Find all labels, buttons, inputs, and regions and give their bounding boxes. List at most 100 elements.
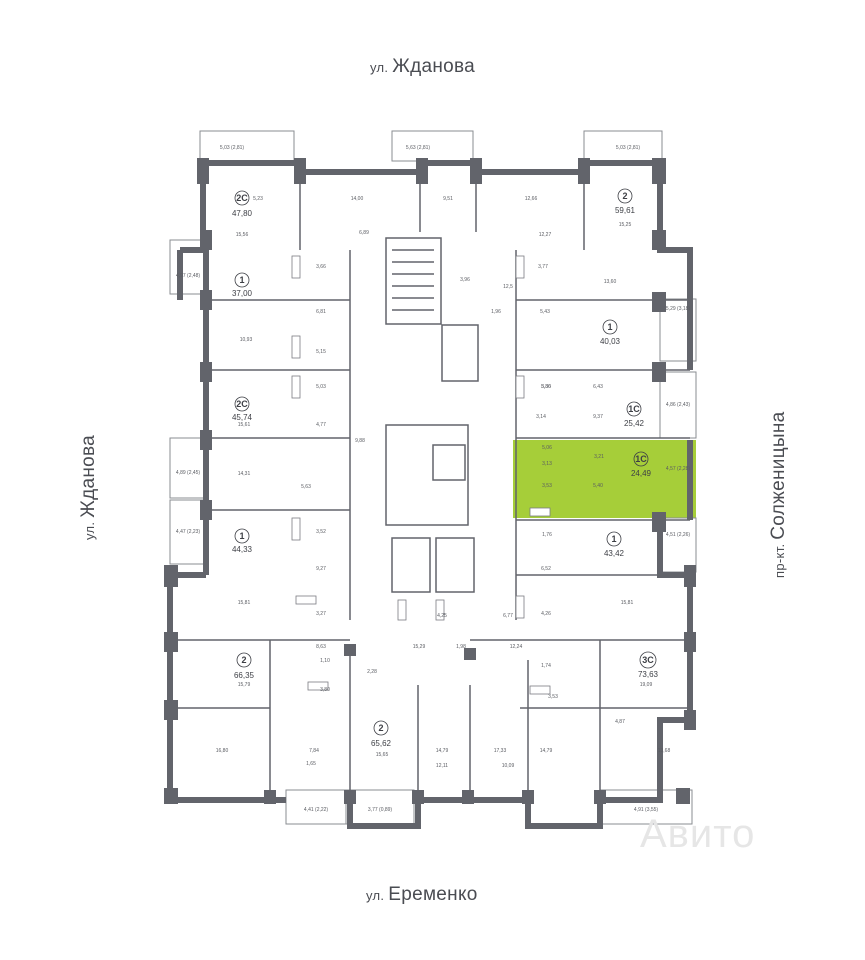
balcony-area-label: 4,89 (2,45)	[176, 470, 201, 476]
balcony-area-label: 5,63 (2,81)	[406, 145, 431, 151]
apartment-a8[interactable]: 140,03	[600, 319, 621, 346]
room-area-label: 15,56	[236, 232, 249, 238]
apartment-rooms: 2	[378, 723, 383, 733]
room-area-label: 19,09	[640, 682, 653, 688]
room-area-label: 12,27	[539, 232, 552, 238]
room-area-label: 15,61	[238, 422, 251, 428]
apartment-a5[interactable]: 266,35	[234, 652, 255, 680]
apartment-rooms: 3С	[642, 655, 654, 665]
room-area-label: 6,43	[593, 384, 603, 390]
apartment-area: 59,61	[615, 206, 636, 215]
room-area-label: 5,40	[593, 483, 603, 489]
apartment-a4[interactable]: 144,33	[232, 528, 253, 554]
apartment-highlight[interactable]	[513, 440, 696, 518]
room-area-label: 14,79	[540, 748, 553, 754]
room-area-label: 10,09	[502, 763, 515, 769]
balcony-area-label: 3,77 (0,89)	[368, 807, 393, 813]
room-area-label: 13,60	[604, 279, 617, 285]
room-area-label: 5,30	[541, 384, 551, 390]
room-area-label: 3,96	[460, 277, 470, 283]
balcony-area-label: 4,51 (2,26)	[666, 532, 691, 538]
stair-elevator-core	[385, 237, 479, 593]
room-area-label: 15,65	[376, 752, 389, 758]
room-area-label: 1,98	[456, 644, 466, 650]
apartment-rooms: 2С	[236, 399, 248, 409]
apartment-rooms: 1С	[635, 454, 647, 464]
balcony-area-label: 4,91 (3,55)	[634, 807, 659, 813]
room-area-label: 13,68	[658, 748, 671, 754]
room-area-label: 4,77	[316, 422, 326, 428]
room-area-label: 5,43	[540, 309, 550, 315]
room-area-label: 10,93	[240, 337, 253, 343]
room-area-label: 15,81	[238, 600, 251, 606]
room-area-label: 9,88	[355, 438, 365, 444]
room-area-label: 3,27	[316, 611, 326, 617]
room-area-label: 4,25	[437, 613, 447, 619]
apartment-area: 65,62	[371, 739, 392, 748]
balcony-area-label: 4,47 (2,23)	[176, 529, 201, 535]
room-area-label: 6,89	[359, 230, 369, 236]
room-area-label: 12,24	[510, 644, 523, 650]
apartment-a9[interactable]: 1С 25,42	[624, 401, 645, 428]
room-area-label: 3,14	[536, 414, 546, 420]
room-area-label: 9,51	[443, 196, 453, 202]
room-area-label: 9,27	[316, 566, 326, 572]
apartment-rooms: 2	[241, 655, 246, 665]
room-area-label: 16,80	[216, 748, 229, 754]
watermark-text: Авито	[640, 812, 756, 856]
room-area-label: 6,77	[503, 613, 513, 619]
room-area-label: 3,52	[316, 529, 326, 535]
apartment-a3[interactable]: 2С 45,74	[232, 396, 253, 422]
balcony-area-label: 5,03 (2,81)	[220, 145, 245, 151]
room-area-label: 9,37	[593, 414, 603, 420]
apartment-a2[interactable]: 137,00	[232, 272, 253, 298]
apartment-area: 45,74	[232, 413, 253, 422]
apartment-a6[interactable]: 265,62	[371, 720, 392, 748]
room-area-label: 6,81	[316, 309, 326, 315]
apartment-a7[interactable]: 259,61	[615, 188, 636, 215]
apartment-area: 43,42	[604, 549, 625, 558]
balcony-area-label: 4,57 (2,28)	[666, 466, 691, 472]
room-area-label: 15,81	[621, 600, 634, 606]
room-area-label: 3,77	[538, 264, 548, 270]
apartment-a11[interactable]: 143,42	[604, 531, 625, 558]
room-area-label: 14,00	[351, 196, 364, 202]
room-area-label: 5,15	[316, 349, 326, 355]
apartment-a12[interactable]: 3С 73,63	[638, 651, 659, 679]
room-area-label: 1,76	[542, 532, 552, 538]
apartment-rooms: 1	[611, 534, 616, 544]
balcony-area-label: 5,29 (3,18)	[666, 306, 691, 312]
apartment-a10[interactable]: 1С 24,49	[631, 451, 652, 478]
room-area-label: 17,33	[494, 748, 507, 754]
apartment-area: 24,49	[631, 469, 652, 478]
room-area-label: 1,96	[491, 309, 501, 315]
apartment-rooms: 1С	[628, 404, 640, 414]
room-area-label: 12,11	[436, 763, 448, 769]
room-area-label: 1,65	[306, 761, 316, 767]
room-area-label: 12,5	[503, 284, 513, 290]
room-area-label: 3,53	[548, 694, 558, 700]
balcony-area-label: 5,03 (2,81)	[616, 145, 641, 151]
apartment-area: 25,42	[624, 419, 645, 428]
room-area-label: 3,86	[541, 384, 551, 390]
room-area-label: 3,80	[320, 687, 330, 693]
balcony-area-label: 4,97 (2,48)	[176, 273, 201, 279]
apartment-area: 73,63	[638, 670, 659, 679]
room-area-label: 4,87	[615, 719, 625, 725]
apartment-area: 47,80	[232, 209, 253, 218]
apartment-rooms: 1	[239, 275, 244, 285]
room-area-label: 4,26	[541, 611, 551, 617]
room-area-label: 15,79	[238, 682, 251, 688]
room-area-label: 14,31	[238, 471, 251, 477]
balconies	[169, 130, 697, 825]
room-area-label: 14,79	[436, 748, 449, 754]
room-area-label: 5,23	[253, 196, 263, 202]
room-area-label: 12,66	[525, 196, 538, 202]
apartment-area: 66,35	[234, 671, 255, 680]
room-area-label: 5,03	[316, 384, 326, 390]
street-label-bottom: ул. Еременко	[366, 884, 478, 905]
